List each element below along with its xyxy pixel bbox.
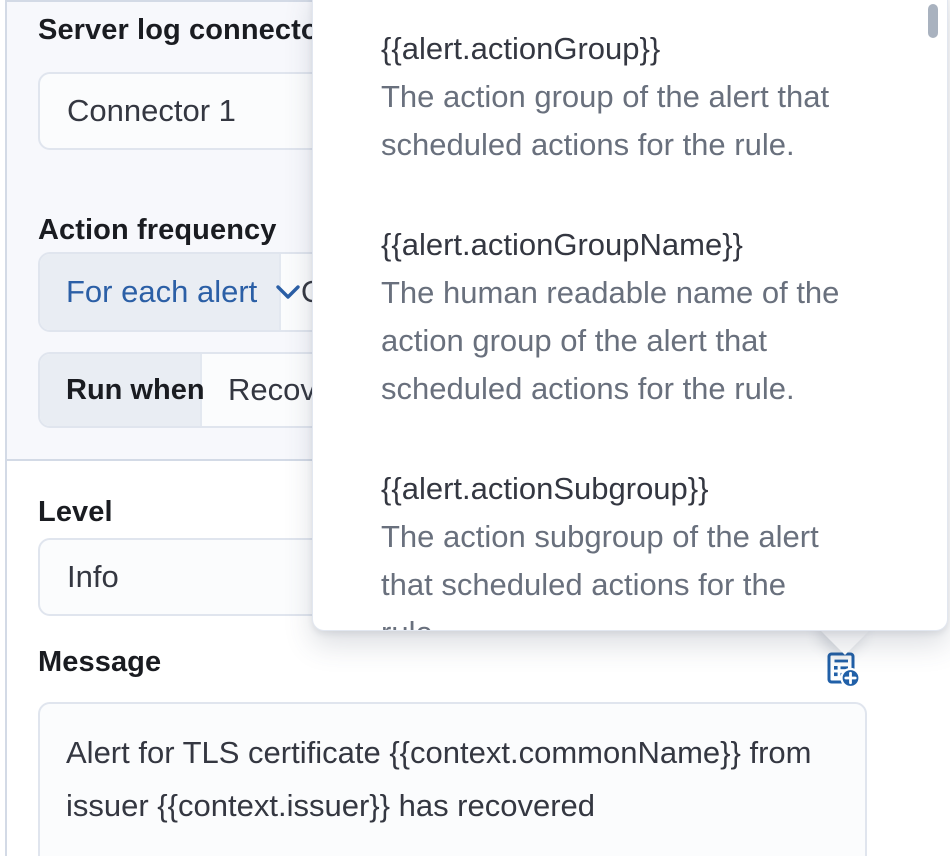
variable-name: {{alert.actionGroupName}} (381, 227, 743, 262)
connector-type-title: Server log connector (38, 14, 331, 46)
panel-left-border (5, 0, 7, 856)
add-alert-variable-button[interactable] (825, 651, 863, 689)
run-when-label: Run when (66, 373, 205, 406)
variable-description: The action subgroup of the alert that sc… (381, 519, 819, 630)
variable-description: The action group of the alert that sched… (381, 79, 830, 162)
variable-option[interactable]: {{alert.actionGroup}} The action group o… (381, 25, 891, 169)
variable-option[interactable]: {{alert.actionGroupName}} The human read… (381, 221, 891, 413)
notify-select-value: For each alert (66, 274, 258, 309)
variable-name: {{alert.actionGroup}} (381, 31, 661, 66)
connector-select-value: Connector 1 (67, 93, 236, 128)
message-input[interactable]: Alert for TLS certificate {{context.comm… (38, 702, 867, 856)
popover-scrollbar-thumb[interactable] (928, 4, 938, 38)
level-select-value: Info (67, 559, 119, 594)
variable-description: The human readable name of the action gr… (381, 275, 840, 406)
variables-popover: {{alert.actionGroup}} The action group o… (312, 0, 948, 631)
variable-name: {{alert.actionSubgroup}} (381, 471, 709, 506)
level-label: Level (38, 496, 113, 528)
message-label: Message (38, 646, 162, 678)
variable-option[interactable]: {{alert.actionSubgroup}} The action subg… (381, 465, 891, 630)
chevron-down-icon (276, 285, 300, 299)
action-frequency-label: Action frequency (38, 214, 277, 246)
notify-select[interactable]: For each alert (40, 254, 300, 330)
run-when-label-box: Run when (40, 354, 205, 426)
add-variable-icon (827, 652, 861, 689)
